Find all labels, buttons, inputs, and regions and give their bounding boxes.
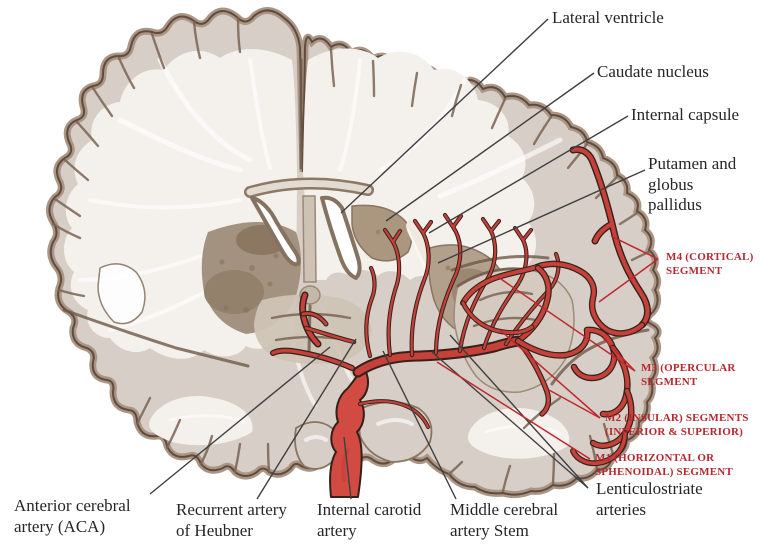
label-internal-carotid-artery: Internal carotid artery	[317, 500, 421, 541]
leader-lines	[149, 18, 659, 500]
leader-caudate-nucleus	[385, 72, 595, 222]
leader-recurrent-artery-of-heubner	[256, 338, 357, 500]
lateral-ventricles	[250, 195, 362, 354]
label-caudate-nucleus: Caudate nucleus	[597, 62, 709, 83]
leader-anterior-cerebral-artery	[149, 346, 331, 495]
label-internal-capsule: Internal capsule	[631, 105, 739, 126]
leader-m3-1	[497, 276, 636, 372]
label-line: globus	[648, 174, 694, 194]
label-line: Putamen and	[648, 154, 737, 173]
label-line: Recurrent artery	[176, 500, 287, 519]
label-line: pallidus	[648, 195, 702, 215]
label-line: artery	[317, 520, 357, 540]
leader-m2-1	[499, 329, 601, 419]
sulci-left	[51, 16, 271, 474]
label-m3-segment: M3 (OPERCULAR SEGMENT	[641, 361, 736, 389]
label-line: Lateral ventricle	[552, 8, 664, 27]
leader-lenticulostriate-2	[449, 334, 589, 489]
label-lenticulostriate-arteries: Lenticulostriate arteries	[596, 479, 703, 520]
leader-internal-capsule	[428, 115, 629, 234]
label-m1-segment: M1 (HORIZONTAL OR SPHENOIDAL) SEGMENT	[595, 451, 733, 479]
label-line: Middle cerebral	[450, 500, 559, 519]
leader-middle-cerebral-artery-stem	[382, 350, 457, 500]
label-line: Internal capsule	[631, 105, 740, 124]
leader-m4-1	[610, 235, 659, 260]
label-line: of Heubner	[176, 520, 253, 540]
label-middle-cerebral-artery-stem: Middle cerebral artery Stem	[450, 500, 558, 541]
label-line: M3 (OPERCULAR	[641, 362, 736, 374]
label-lateral-ventricle: Lateral ventricle	[552, 8, 664, 29]
label-line: artery (ACA)	[14, 516, 106, 536]
label-recurrent-artery-of-heubner: Recurrent artery of Heubner	[176, 500, 287, 541]
label-line: SEGMENT	[641, 376, 698, 389]
leader-m1	[436, 361, 591, 460]
label-line: SEGMENT	[666, 265, 723, 278]
label-line: Lenticulostriate	[596, 479, 703, 498]
leader-m2-2	[548, 389, 601, 419]
label-line: artery Stem	[450, 520, 529, 540]
label-m4-segment: M4 (CORTICAL) SEGMENT	[666, 250, 753, 278]
label-line: M4 (CORTICAL)	[666, 251, 754, 263]
label-line: (INFERIOR & SUPERIOR)	[605, 426, 744, 439]
white-matter-streaks	[78, 57, 563, 436]
sulci-right	[329, 47, 651, 493]
label-line: arteries	[596, 499, 647, 519]
leader-internal-carotid-artery	[343, 436, 352, 500]
label-line: M1 (HORIZONTAL OR	[595, 452, 715, 464]
label-line: M2 (INSULAR) SEGMENTS	[605, 412, 749, 424]
label-line: SPHENOIDAL) SEGMENT	[595, 466, 733, 479]
leader-lateral-ventricle	[340, 18, 549, 214]
label-line: Internal carotid	[317, 500, 422, 519]
arteries	[273, 149, 648, 498]
label-line: Caudate nucleus	[597, 62, 709, 81]
leader-m3-2	[602, 337, 636, 372]
label-anterior-cerebral-artery: Anterior cerebral artery (ACA)	[14, 496, 131, 537]
corpus-callosum	[244, 177, 374, 198]
label-putamen-globus-pallidus: Putamen and globus pallidus	[648, 154, 736, 216]
label-m2-segments: M2 (INSULAR) SEGMENTS (INFERIOR & SUPERI…	[605, 411, 749, 439]
leader-m4-2	[598, 258, 659, 303]
label-line: Anterior cerebral	[14, 496, 131, 515]
leader-putamen-globus-pallidus	[437, 169, 646, 264]
